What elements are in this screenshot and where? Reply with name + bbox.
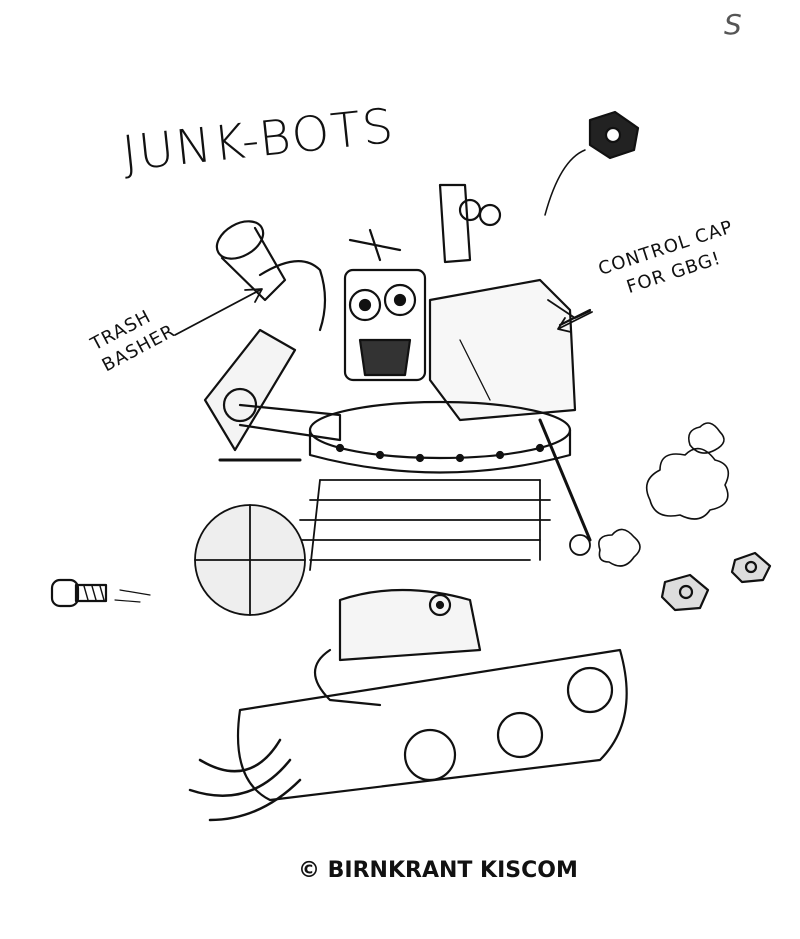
trash-basher-arm-drawing	[203, 220, 342, 462]
smoke-puffs-drawing	[598, 422, 730, 567]
robot-head-drawing	[343, 228, 427, 382]
flying-nut-drawing	[544, 110, 640, 216]
page-number: S	[724, 8, 743, 41]
tank-treads-drawing	[188, 588, 628, 822]
flying-bolt-drawing	[50, 578, 151, 608]
annotation-arrows	[174, 288, 593, 336]
copyright-credit: © BIRNKRANT KISCOM	[298, 858, 578, 883]
platform-disc-drawing	[308, 400, 572, 474]
spring-midsection-drawing	[194, 418, 592, 616]
control-cap-body-drawing	[428, 183, 592, 422]
nuts-drawing	[660, 551, 772, 612]
